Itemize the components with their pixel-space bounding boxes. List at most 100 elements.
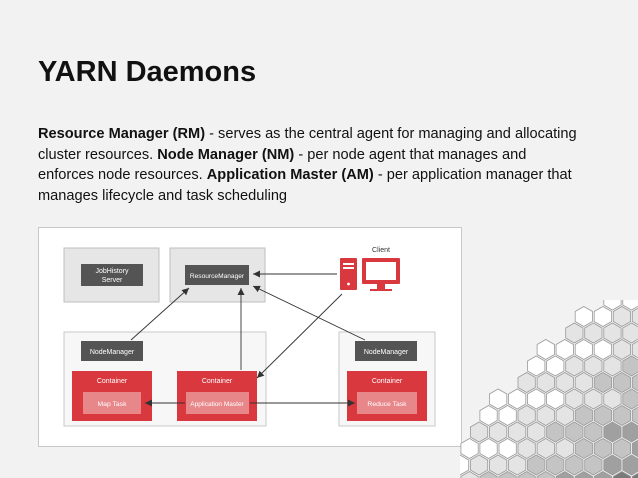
rm-description: - serves as the central agent for managi… — [38, 126, 577, 163]
hexagon-tile — [479, 405, 498, 426]
hexagon-tile — [488, 388, 508, 410]
maptask-label: Map Task — [98, 401, 128, 408]
hexagon-tile — [460, 471, 479, 478]
hexagon-tile — [517, 438, 536, 459]
hexagon-tile — [460, 438, 479, 459]
hexagon-tile — [565, 388, 584, 410]
hexagon-tile — [479, 438, 498, 459]
rm-term: Resource Manager (RM) — [38, 126, 206, 142]
jobhistory-label-2: Server — [102, 277, 123, 284]
hexagon-tile — [565, 322, 584, 344]
container-left-label: Container — [97, 378, 128, 385]
hexagon-tile — [593, 438, 613, 459]
hexagon-tile — [593, 405, 613, 426]
hexagon-tile — [555, 471, 574, 478]
hexagon-tile — [593, 372, 613, 393]
hexagon-tile — [536, 405, 555, 426]
hexagon-tile — [612, 438, 632, 459]
hexagon-tile — [536, 438, 555, 459]
hexagon-tile — [555, 438, 574, 459]
hexagon-tile — [536, 471, 555, 478]
diagram-svg: JobHistory Server ResourceManager NodeMa… — [63, 247, 436, 427]
am-term: Application Master (AM) — [206, 167, 374, 183]
hexagon-tile — [469, 421, 489, 443]
hexagon-tile — [622, 300, 638, 311]
hexagon-tile — [603, 322, 622, 344]
nm-description: - per node agent that manages and enforc… — [38, 146, 527, 184]
slide-paragraph: Resource Manager (RM) - serves as the ce… — [38, 124, 578, 206]
hexagon-tile — [612, 339, 632, 360]
hexagon-tile — [527, 454, 546, 476]
appmaster-label: Application Master — [190, 401, 244, 408]
hexagon-tile — [593, 471, 613, 478]
hexagon-tile — [536, 372, 555, 393]
slide-title: YARN Daemons — [38, 56, 257, 88]
hexagon-tile — [574, 339, 593, 360]
nm-term: Node Manager (NM) — [157, 146, 295, 163]
client-computer-icon — [340, 258, 400, 291]
maptask-box — [83, 392, 141, 414]
arrow-nm-right-to-rm — [252, 285, 366, 341]
hexagon-tile — [622, 388, 638, 410]
hexagon-tile — [527, 388, 546, 410]
hexagon-tile — [631, 307, 638, 326]
nodemanager-right-box — [355, 341, 417, 361]
client-label: Client — [372, 247, 390, 254]
hexagon-tile — [584, 421, 603, 443]
resourcemanager-box — [185, 265, 249, 285]
nodemanager-left-label: NodeManager — [90, 349, 135, 356]
hexagon-tile — [574, 438, 593, 459]
hexagon-tile — [546, 355, 565, 377]
hexagon-tile — [536, 339, 555, 360]
resourcemanager-label: ResourceManager — [190, 273, 245, 280]
hexagon-tile — [584, 322, 603, 344]
hexagon-tile — [508, 454, 527, 476]
hexagon-tile — [555, 405, 574, 426]
hexagon-tile — [603, 300, 622, 311]
hexagon-tile — [517, 405, 536, 426]
hexagon-tile — [584, 355, 603, 377]
hexagon-tile — [631, 340, 638, 359]
hexagon-tile — [631, 472, 638, 478]
arrow-nm-left-to-rm — [130, 287, 190, 341]
hexagon-tile — [622, 454, 638, 476]
hexagon-tile — [508, 388, 527, 410]
hexagon-tile — [555, 339, 574, 360]
hexagon-tile — [565, 421, 584, 443]
hexagon-tile — [603, 355, 622, 377]
hexagon-tile — [527, 355, 546, 377]
nodemanager-left-box — [81, 341, 143, 361]
hexagon-tile — [574, 372, 593, 393]
hexagon-tile — [517, 372, 536, 393]
hexagon-tile — [488, 421, 508, 443]
hexagon-tile — [488, 454, 508, 476]
hexagon-tile — [498, 405, 517, 426]
container-right-label: Container — [372, 378, 403, 385]
hexagon-tile — [498, 438, 517, 459]
hexagon-tile — [622, 355, 638, 377]
hexagon-tile — [631, 406, 638, 425]
hexagon-tile — [622, 322, 638, 344]
hexagon-tile — [565, 454, 584, 476]
hexagon-tile — [612, 306, 632, 327]
hexagon-tile — [574, 471, 593, 478]
hexagon-tile — [612, 471, 632, 478]
hexagon-tile — [593, 339, 613, 360]
hexagon-tile — [584, 454, 603, 476]
hexagon-tile — [622, 421, 638, 443]
hexagon-pattern-decoration — [460, 300, 638, 478]
hexagon-tile — [498, 471, 517, 478]
hexagon-tile — [574, 306, 593, 327]
hexagon-tile — [527, 421, 546, 443]
reducetask-label: Reduce Task — [367, 401, 407, 408]
nodemanager-right-label: NodeManager — [364, 349, 409, 356]
am-description: - per application manager that manages l… — [38, 167, 572, 204]
hexagon-tile — [517, 471, 536, 478]
jobhistory-box — [81, 264, 143, 286]
hexagon-tile — [603, 454, 622, 476]
hexagon-tile — [508, 421, 527, 443]
hexagon-tile — [631, 439, 638, 458]
hexagon-tile — [603, 421, 622, 443]
hexagon-tile — [631, 373, 638, 392]
hexagon-tile — [469, 454, 489, 476]
